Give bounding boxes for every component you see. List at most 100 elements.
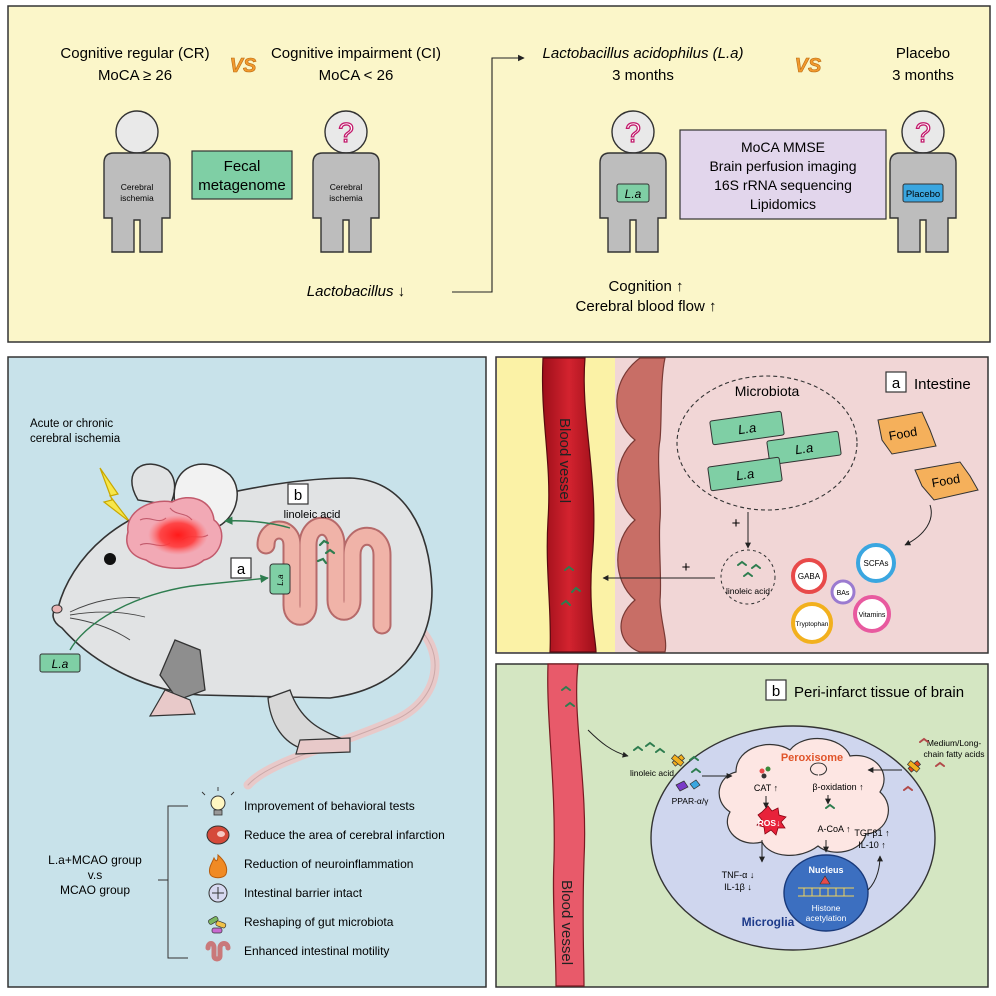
la-duration: 3 months: [612, 67, 674, 84]
blood-vessel-label-a: Blood vessel: [556, 418, 573, 503]
person-ci-label-1: Cerebral: [330, 182, 363, 192]
cr-title: Cognitive regular (CR): [60, 45, 209, 62]
food-tag-2: [914, 461, 979, 501]
metabolite-label: Vitamins: [859, 612, 886, 619]
la-bacterium: L.a: [707, 456, 783, 492]
blood-vessel-a: [541, 357, 597, 653]
linoleic-label-b: linoleic acid: [630, 768, 674, 778]
histone-label-1: Histone: [812, 903, 841, 913]
la-badge-mouse: L.a: [52, 657, 69, 671]
outcome-item: Intestinal barrier intact: [244, 886, 363, 900]
metabolite-vitamins: [853, 595, 891, 633]
ischemia-label-2: cerebral ischemia: [30, 433, 121, 445]
la-bacterium: L.a: [766, 430, 842, 466]
metabolite-label: GABA: [798, 572, 821, 581]
tnf-label: TNF-α ↓: [722, 870, 755, 880]
microbiota-icon: [208, 916, 227, 934]
mouse-ear-back: [131, 463, 176, 506]
la-bacterium-label: L.a: [735, 466, 755, 483]
outcome-bracket: [158, 805, 188, 959]
person-la: ? L.a: [599, 110, 667, 253]
outcome-item: Reduction of neuroinflammation: [244, 857, 413, 871]
la-gut-label: L.a: [276, 574, 285, 586]
connector-arrow: [452, 54, 525, 293]
acoa-label: A-CoA ↑: [817, 824, 850, 834]
ppar-label: PPAR-α/γ: [672, 796, 710, 806]
blood-vessel-b: [547, 663, 586, 987]
la-bacterium: L.a: [709, 410, 785, 446]
outcome-item: Improvement of behavioral tests: [244, 799, 415, 813]
assessment-box: [679, 129, 887, 220]
label-a-letter: a: [892, 375, 901, 392]
microbiota-label: Microbiota: [735, 383, 800, 399]
metabolite-label: BAs: [837, 590, 850, 597]
la-title: Lactobacillus acidophilus (L.a): [543, 45, 744, 62]
assessment-item: 16S rRNA sequencing: [714, 177, 852, 193]
lactobacillus-down: Lactobacillus ↓: [307, 283, 405, 300]
group-label-3: MCAO group: [60, 883, 130, 897]
linoleic-label: linoleic acid: [284, 509, 341, 521]
il1b-label: IL-1β ↓: [724, 882, 752, 892]
linoleic-label-a: linoleic acid: [726, 586, 770, 596]
ros-burst: [756, 805, 787, 836]
la-bacterium-label: L.a: [794, 440, 814, 457]
brain-infarct-icon: [206, 825, 230, 845]
label-b-letter: b: [772, 683, 780, 700]
metabolite-gaba: [791, 558, 827, 594]
vs-badge-right: VS: [795, 55, 822, 77]
infarct-area: [148, 515, 208, 555]
intestine-title: Intestine: [914, 376, 971, 393]
food-label-1: Food: [888, 425, 919, 444]
outcome-item: Reshaping of gut microbiota: [244, 915, 394, 929]
beta-oxidation-label: β-oxidation ↑: [812, 782, 863, 792]
top-panel: Cognitive regular (CR) MoCA ≥ 26 VS Cogn…: [7, 5, 991, 343]
cognition-up: Cognition ↑: [608, 278, 683, 295]
il10-label: IL-10 ↑: [858, 840, 886, 850]
metabolite-scfas: [856, 543, 896, 583]
brain-panel: Blood vessel b Peri-infarct tissue of br…: [495, 663, 989, 988]
metabolite-label: SCFAs: [864, 559, 889, 568]
bulb-icon: [201, 787, 235, 816]
blood-vessel-label-b: Blood vessel: [558, 880, 575, 965]
cr-moca: MoCA ≥ 26: [98, 67, 172, 84]
person-ci-label-2: ischemia: [329, 193, 363, 203]
ci-moca: MoCA < 26: [319, 67, 394, 84]
fecal-line-2: metagenome: [198, 177, 286, 194]
metabolite-bas: [830, 579, 856, 605]
mlcfa-label-2: chain fatty acids: [924, 749, 985, 759]
plus-sign-2: +: [682, 559, 691, 576]
brain-title: Peri-infarct tissue of brain: [794, 684, 964, 701]
microglia-label: Microglia: [742, 915, 795, 929]
question-mark-icon: ?: [338, 117, 354, 148]
mouse-front-leg: [159, 639, 206, 701]
metabolite-label: Tryptophan: [796, 621, 829, 628]
placebo-badge: Placebo: [906, 189, 940, 200]
flame-icon: [209, 853, 228, 879]
question-mark-icon: ?: [625, 117, 641, 148]
fecal-line-1: Fecal: [224, 158, 261, 175]
cbf-up: Cerebral blood flow ↑: [576, 298, 717, 315]
fecal-metagenome-box: [191, 150, 293, 200]
assessment-item: Lipidomics: [750, 196, 816, 212]
food-tag-1: [877, 411, 937, 455]
person-ci: ? Cerebral ischemia: [312, 110, 380, 253]
intestinal-barrier-icon: [208, 883, 228, 903]
placebo-duration: 3 months: [892, 67, 954, 84]
linoleic-arrow: [224, 516, 291, 529]
cat-label: CAT ↑: [754, 783, 778, 793]
peroxisome-label: Peroxisome: [781, 752, 843, 764]
la-intake-arrow: [69, 574, 269, 651]
person-cr-label-2: ischemia: [120, 193, 154, 203]
intestine-motility-icon: [205, 941, 231, 962]
group-label-2: v.s: [88, 868, 102, 882]
outcome-item: Enhanced intestinal motility: [244, 944, 389, 958]
mouse-nose: [51, 604, 63, 614]
intestine-panel: Blood vessel a Intestine Microbiota L.a …: [495, 356, 989, 654]
assessment-item: MoCA MMSE: [741, 139, 825, 155]
outcome-item: Reduce the area of cerebral infarction: [244, 828, 445, 842]
person-placebo: ? Placebo: [889, 110, 957, 253]
ci-title: Cognitive impairment (CI): [271, 45, 441, 62]
ros-label: ROS↓: [758, 818, 781, 828]
label-a: a: [237, 561, 246, 578]
food-label-2: Food: [931, 472, 962, 491]
